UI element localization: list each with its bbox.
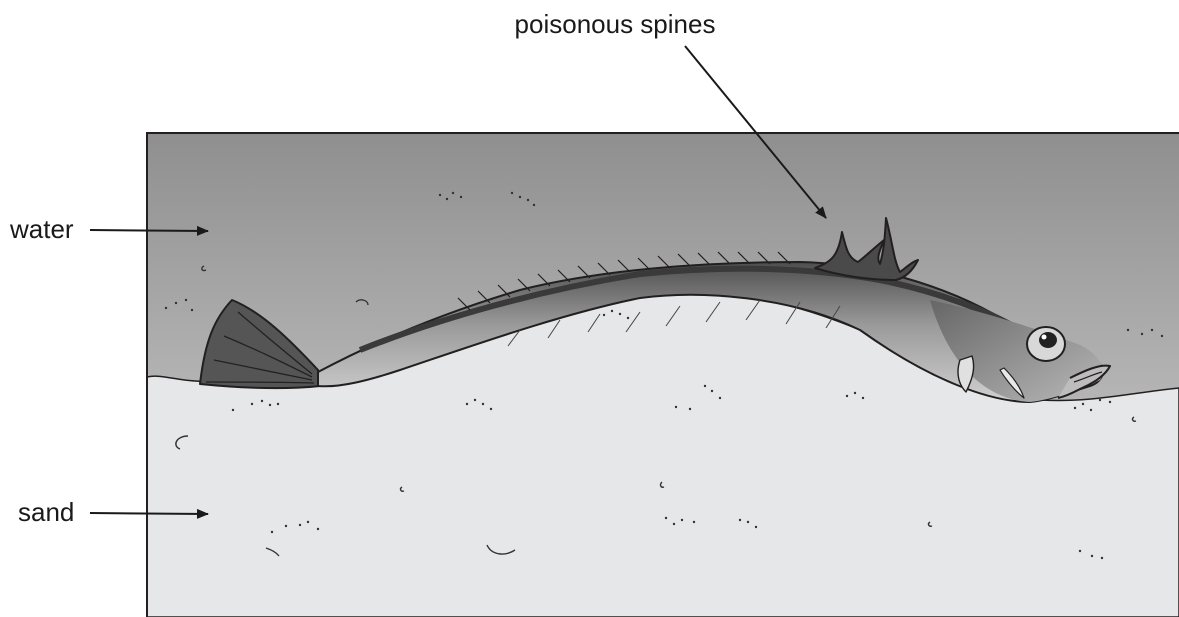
label-sand: sand: [18, 497, 74, 527]
label-poisonous-spines: poisonous spines: [515, 9, 716, 39]
scene: [147, 133, 1179, 617]
arrow-sand: [90, 513, 208, 514]
label-water: water: [9, 214, 74, 244]
arrow-water: [90, 230, 208, 231]
